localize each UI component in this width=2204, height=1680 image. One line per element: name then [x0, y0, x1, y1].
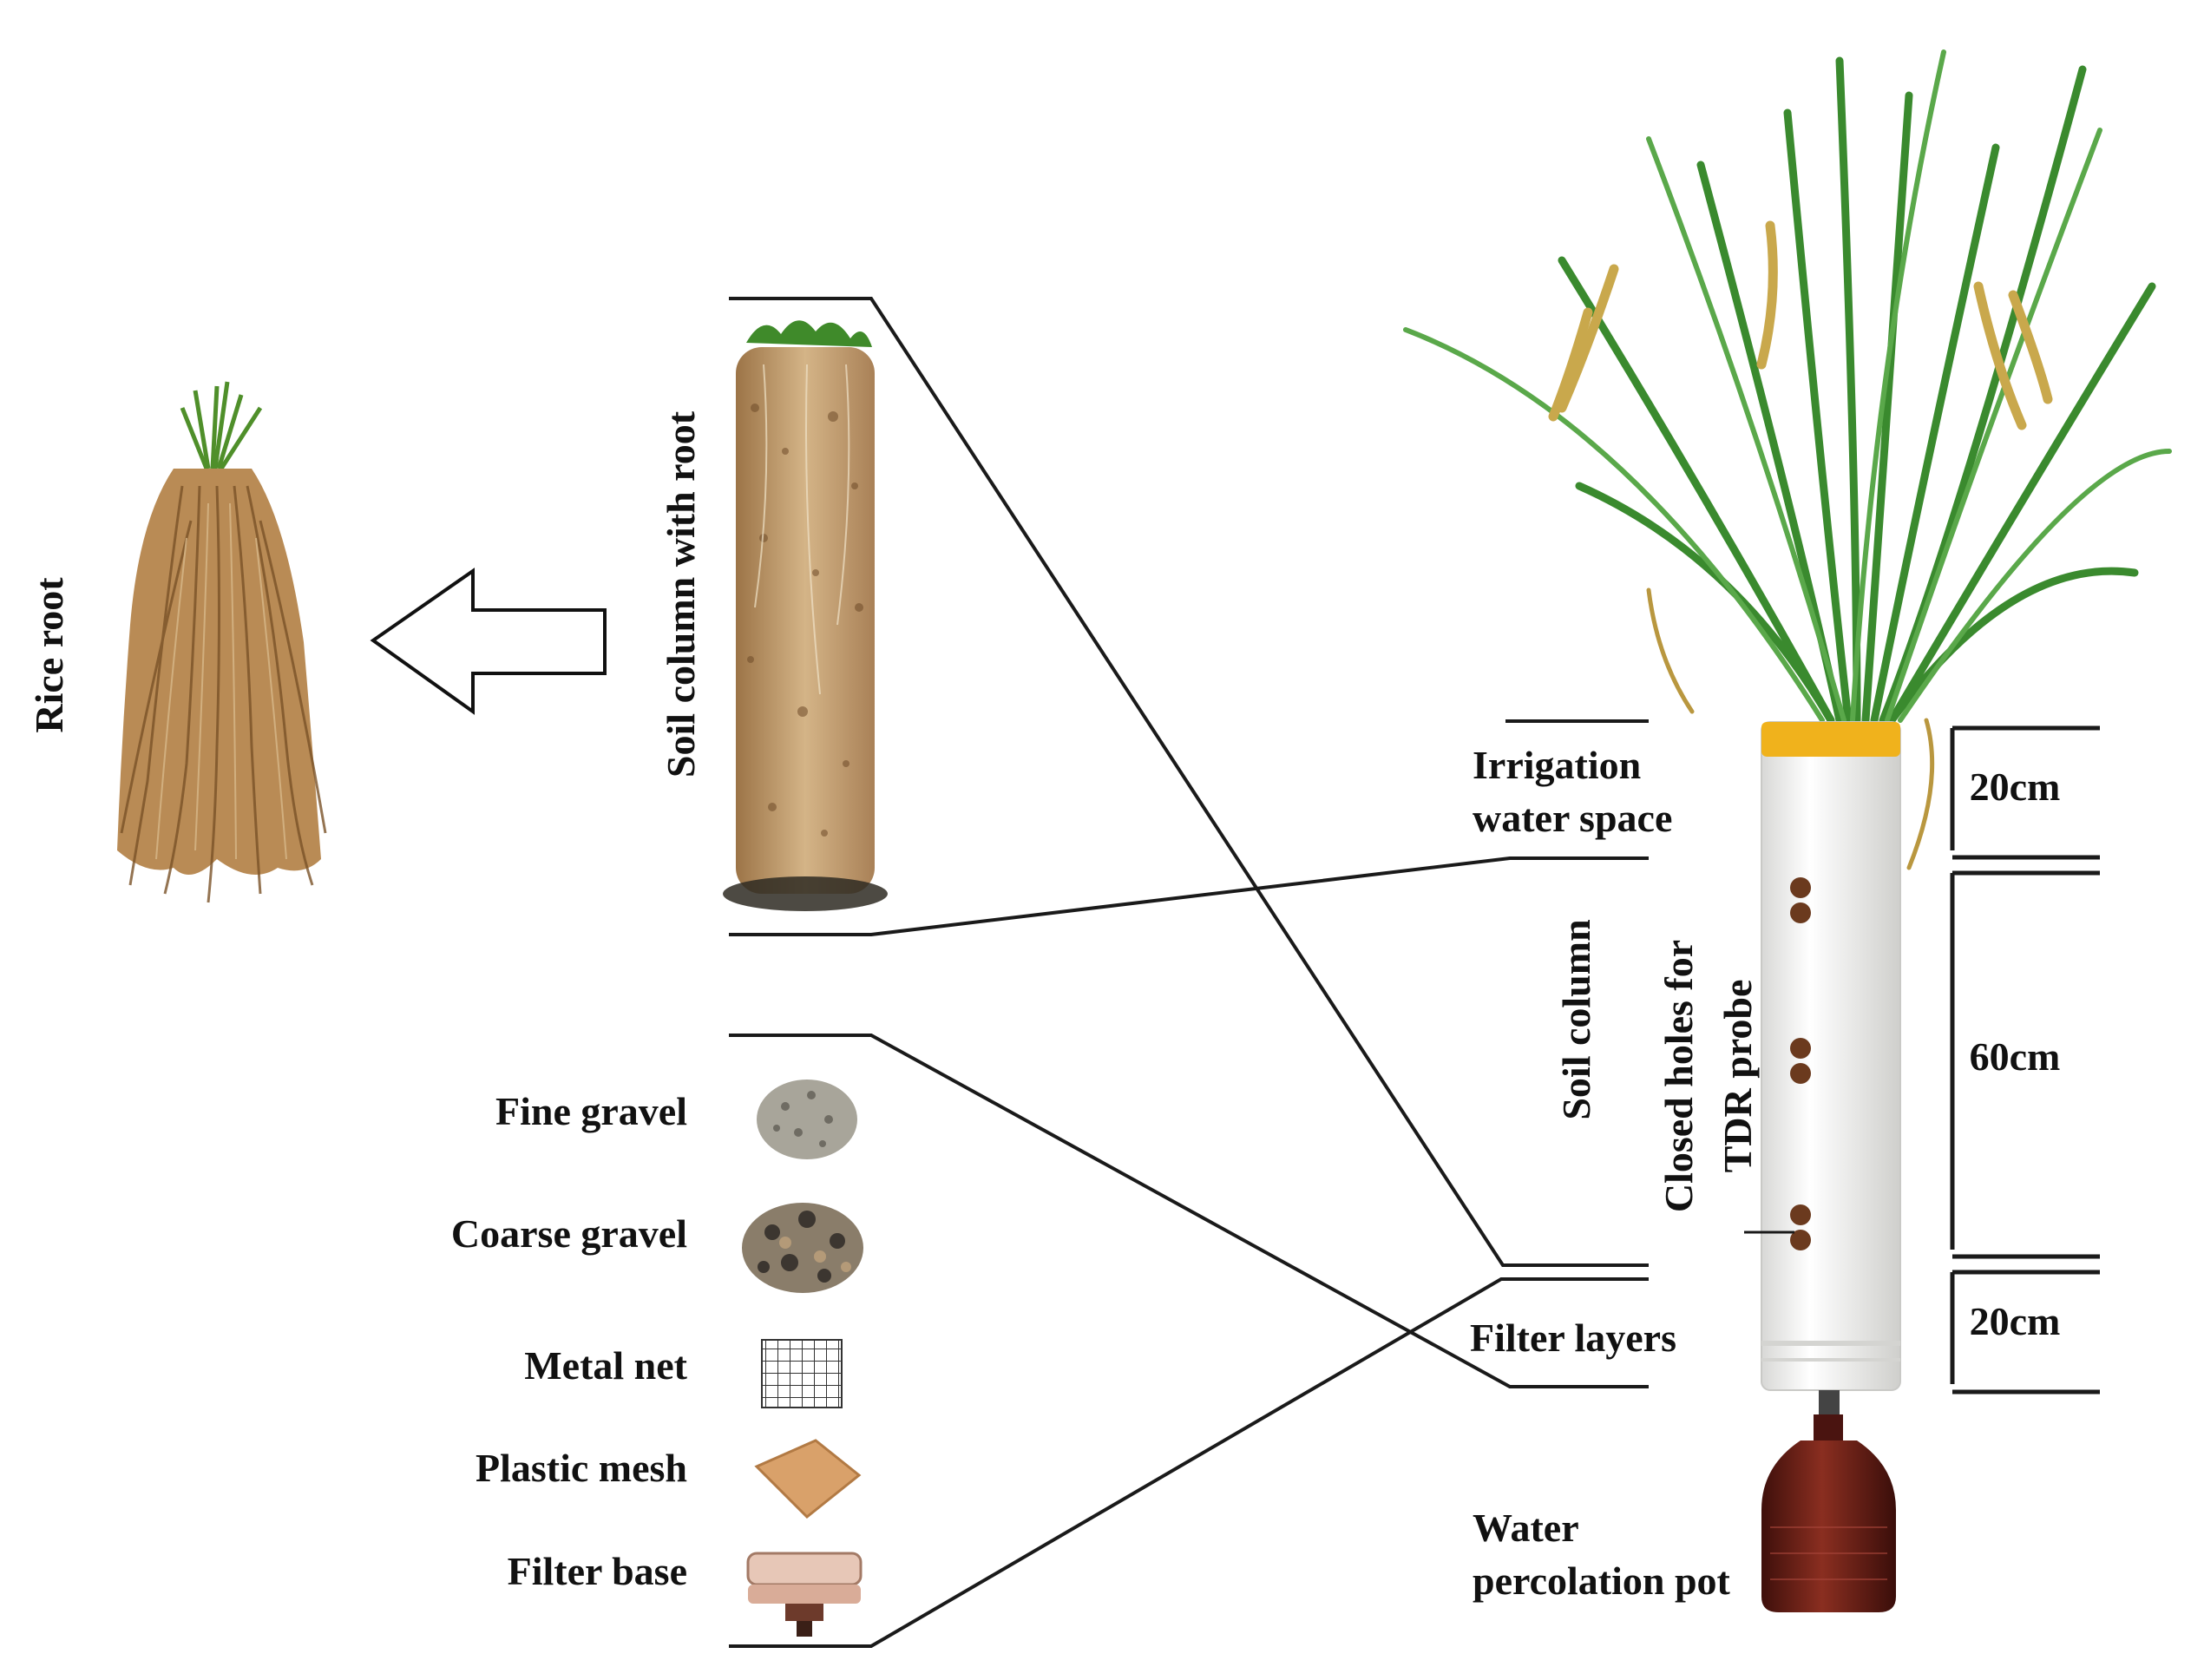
- tdr-holes: [1790, 877, 1811, 1250]
- rice-root-label: Rice root: [27, 577, 71, 733]
- dimension-filter: 20cm: [1970, 1299, 2061, 1343]
- closed-holes-label-line2: TDR probe: [1715, 980, 1760, 1173]
- fine-gravel-label: Fine gravel: [495, 1089, 687, 1133]
- arrow-left-icon: [370, 568, 607, 715]
- dimension-soil: 60cm: [1970, 1034, 2061, 1079]
- irrigation-label-line1: Irrigation: [1473, 743, 1641, 787]
- water-percolation-label-line1: Water: [1473, 1506, 1579, 1550]
- lysimeter-pipe: [1761, 721, 1901, 1414]
- irrigation-label-line2: water space: [1473, 796, 1672, 840]
- plastic-mesh-label: Plastic mesh: [476, 1446, 687, 1490]
- soil-column-label: Soil column: [1554, 919, 1598, 1119]
- plastic-mesh-icon: [754, 1439, 862, 1519]
- soil-column-image: [723, 320, 888, 911]
- rice-plant-image: [1403, 49, 2172, 870]
- filter-base-icon: [746, 1552, 863, 1637]
- water-percolation-label-line2: percolation pot: [1473, 1559, 1731, 1603]
- coarse-gravel-label: Coarse gravel: [451, 1211, 687, 1256]
- coarse-gravel-icon: [742, 1203, 863, 1293]
- closed-holes-label-line1: Closed holes for: [1656, 940, 1701, 1212]
- metal-net-label: Metal net: [524, 1343, 687, 1388]
- dimension-irrigation: 20cm: [1970, 765, 2061, 809]
- percolation-pot-image: [1761, 1414, 1896, 1612]
- metal-net-icon: [761, 1339, 843, 1408]
- soil-column-with-root-label: Soil column with root: [659, 410, 703, 778]
- filter-components-list: Fine gravel Coarse gravel Metal net Plas…: [451, 1080, 863, 1637]
- filter-layers-label: Filter layers: [1470, 1316, 1676, 1360]
- rice-root-image: [117, 381, 327, 903]
- filter-base-label: Filter base: [508, 1549, 687, 1593]
- dimension-brackets: [1950, 725, 2100, 1395]
- fine-gravel-icon: [757, 1080, 857, 1159]
- connector-lines: [729, 297, 1649, 1648]
